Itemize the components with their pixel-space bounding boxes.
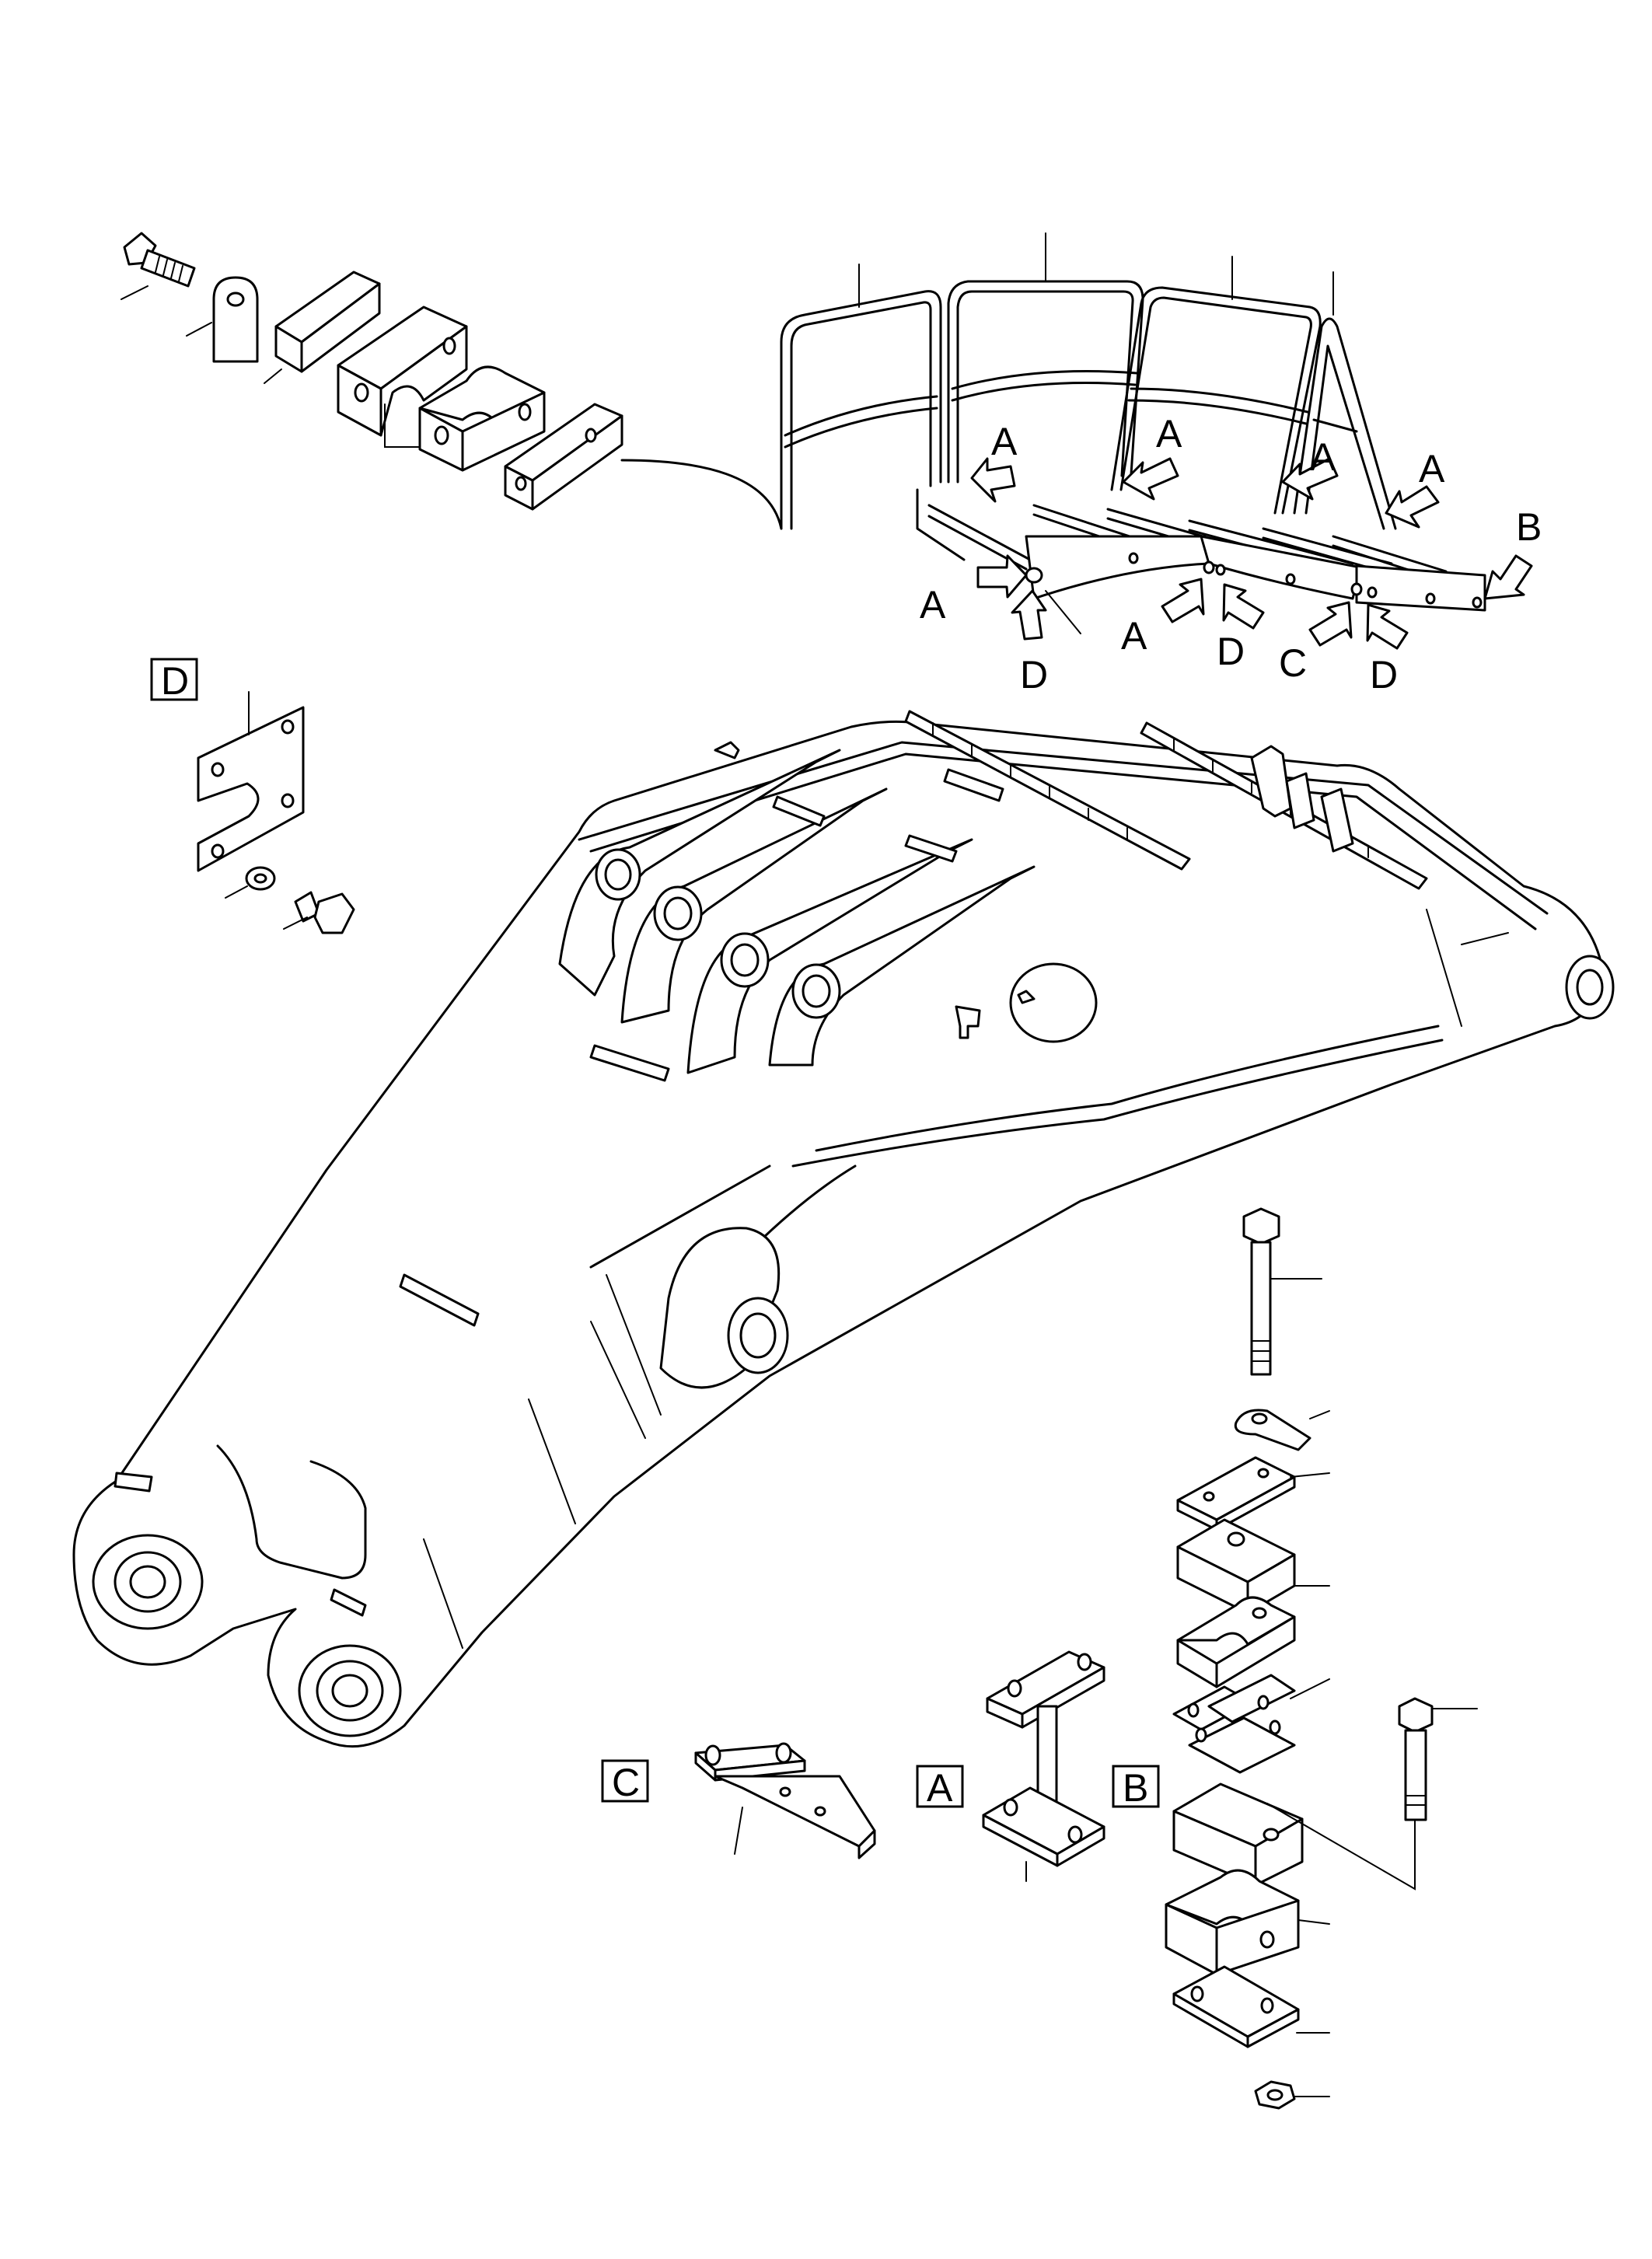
boom-body xyxy=(72,710,1615,1748)
arrow-a-4 xyxy=(1385,485,1440,529)
side-clip-3 xyxy=(114,1472,153,1493)
clamp-upper-half xyxy=(337,306,468,437)
detail-d-plate xyxy=(197,706,305,872)
upper-lugs xyxy=(558,749,1036,1074)
detail-d-box xyxy=(150,658,198,701)
clamp-bolt xyxy=(120,232,196,300)
detail-d: D xyxy=(150,658,355,934)
label-a-5: A xyxy=(920,583,946,627)
detail-b-short-bolt xyxy=(1266,1697,1478,1891)
side-clip-1 xyxy=(589,1044,670,1082)
label-d-1: D xyxy=(1020,653,1048,697)
arrow-a-2 xyxy=(1122,457,1179,501)
detail-a: A xyxy=(916,1650,1105,1882)
label-a-2: A xyxy=(1156,412,1182,456)
detail-b-lug xyxy=(1234,1409,1311,1451)
boom-outline xyxy=(72,720,1603,1748)
detail-b-long-bolt xyxy=(1242,1207,1322,1376)
arrow-a-3 xyxy=(1281,457,1339,501)
detail-c: C xyxy=(601,1742,876,1859)
side-bracket xyxy=(955,1005,981,1039)
side-disc xyxy=(1009,962,1098,1043)
guardrail-side-plates xyxy=(1025,535,1486,634)
label-b: B xyxy=(1516,505,1542,549)
detail-b: B xyxy=(1112,1207,1478,2110)
arrow-d-2 xyxy=(1222,583,1265,630)
label-a-3: A xyxy=(1310,435,1336,479)
clamp-lower-half xyxy=(384,365,546,472)
detail-b-box xyxy=(1112,1765,1160,1808)
detail-d-label: D xyxy=(161,659,189,703)
top-clamp-assembly xyxy=(120,232,783,530)
detail-arrows xyxy=(970,457,1533,650)
label-d-3: D xyxy=(1370,653,1398,697)
arrow-d-3 xyxy=(1366,603,1409,650)
label-a-1: A xyxy=(991,420,1018,463)
detail-a-box xyxy=(916,1765,964,1808)
guardrail-panel-2 xyxy=(947,232,1144,484)
label-c: C xyxy=(1279,641,1307,685)
guardrail-panel-3 xyxy=(1110,256,1322,515)
arrow-d-1 xyxy=(1011,589,1047,641)
arrow-a-5 xyxy=(976,554,1028,599)
side-clip-2 xyxy=(399,1273,480,1327)
arrow-a-6 xyxy=(1161,578,1205,623)
detail-c-box xyxy=(601,1759,649,1803)
label-d-2: D xyxy=(1217,630,1245,673)
arrow-c xyxy=(1308,601,1353,647)
clamp-lug xyxy=(186,276,259,363)
label-a-4: A xyxy=(1419,447,1445,491)
side-clip-4 xyxy=(330,1588,367,1617)
detail-b-label: B xyxy=(1123,1766,1148,1810)
top-brackets xyxy=(714,741,1354,863)
arrow-b xyxy=(1483,554,1533,600)
detail-a-label: A xyxy=(927,1766,953,1810)
detail-d-bolt xyxy=(283,891,355,934)
label-a-6: A xyxy=(1121,614,1147,658)
guardrail-assembly: A A A A A A B D D C D xyxy=(780,232,1542,697)
arrow-a-1 xyxy=(970,457,1016,503)
guardrail-panel-4 xyxy=(1293,271,1397,530)
detail-c-label: C xyxy=(612,1761,640,1804)
clamp-top-plate xyxy=(264,271,381,384)
clamp-bottom-plate xyxy=(504,403,623,511)
hose-line xyxy=(620,459,783,530)
guardrail-panel-1 xyxy=(780,264,942,530)
